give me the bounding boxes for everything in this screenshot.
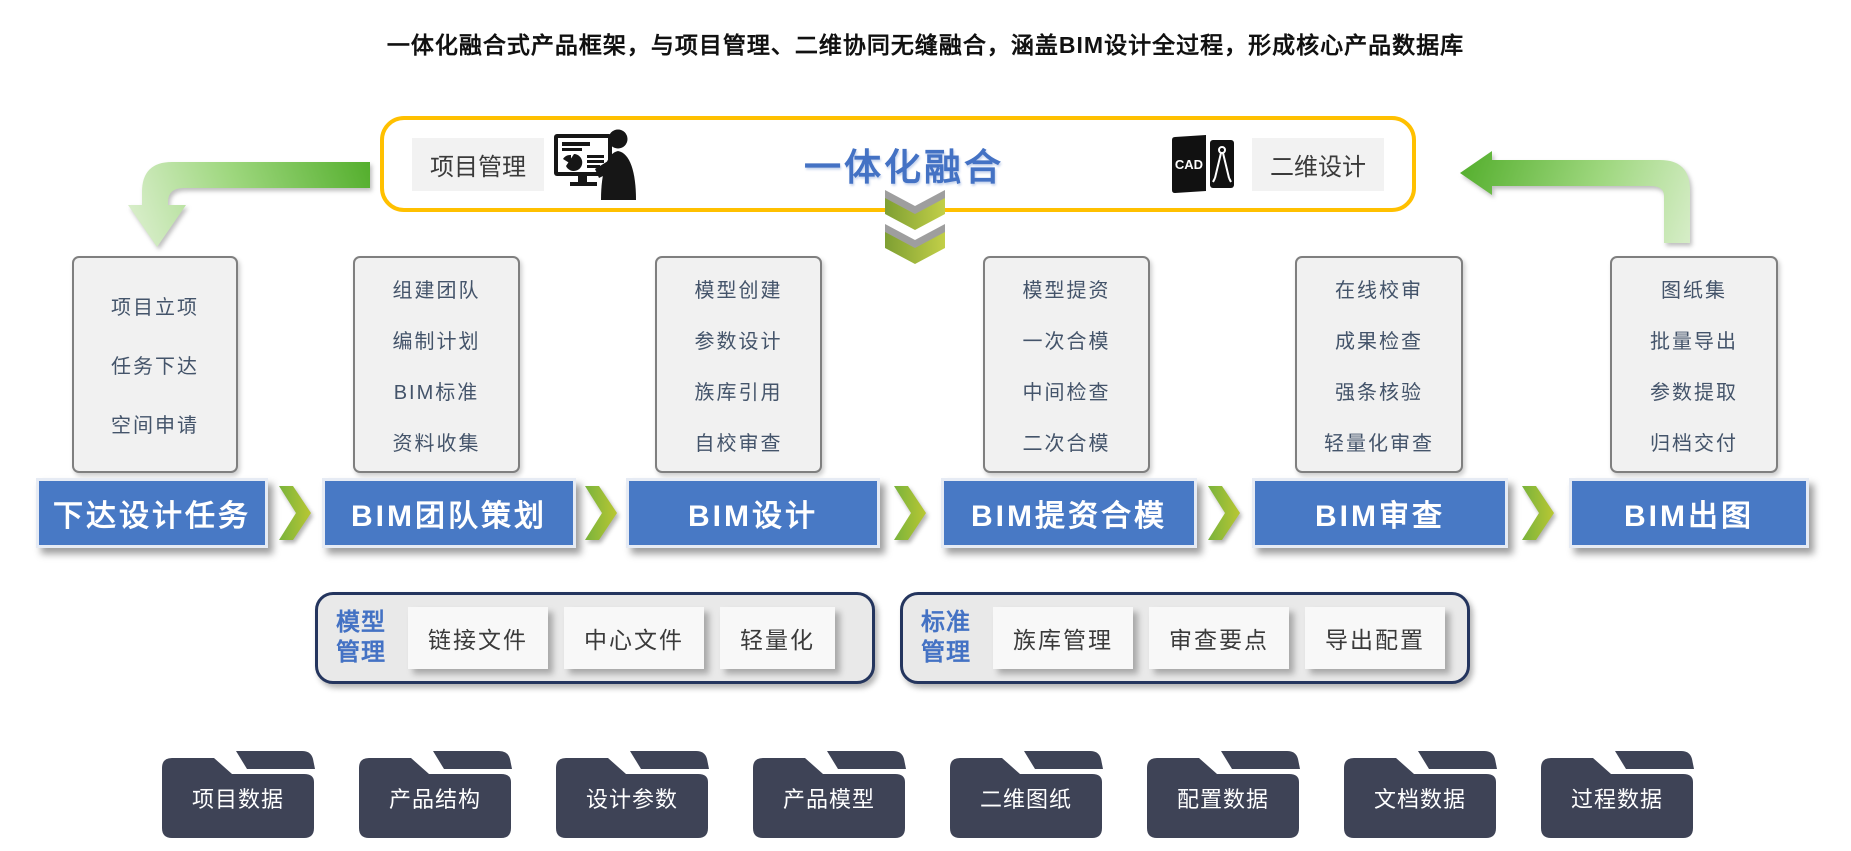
folder-design-params: 设计参数 [552,748,712,840]
folder-document-data: 文档数据 [1340,748,1500,840]
chevron-right-icon [279,486,311,540]
column-item: 编制计划 [392,330,481,353]
chevron-right-icon [1522,486,1554,540]
column-item: 二次合模 [1022,432,1111,455]
column-item: 图纸集 [1661,279,1727,302]
column-item: BIM标准 [393,381,480,404]
column-item: 归档交付 [1650,432,1738,455]
column-item: 参数提取 [1650,381,1738,404]
chevron-right-icon [1208,486,1240,540]
column-item: 资料收集 [392,432,481,455]
banner-bim-output: BIM出图 [1569,478,1809,548]
column-item: 模型创建 [694,279,783,302]
presenter-computer-icon [554,129,636,200]
page-title: 一体化融合式产品框架，与项目管理、二维协同无缝融合，涵盖BIM设计全过程，形成核… [386,32,1465,58]
folder-icon [1344,751,1497,838]
fusion-title: 一体化融合 [804,148,1004,189]
column-bim-output: 图纸集 批量导出 参数提取 归档交付 [1610,256,1778,473]
folder-icon [359,751,512,838]
column-item: 自校审查 [694,432,783,455]
column-item: 族库引用 [694,381,783,404]
folder-icon [556,751,709,838]
folder-process-data: 过程数据 [1537,748,1697,840]
folder-icon [753,751,906,838]
column-item: 强条核验 [1335,381,1423,404]
folder-icon [162,751,315,838]
mgmt-chip: 链接文件 [408,607,548,669]
mgmt-chip: 导出配置 [1305,607,1445,669]
column-model-merge: 模型提资 一次合模 中间检查 二次合模 [983,256,1150,473]
double-chevron-down-icon [885,190,945,264]
column-team-planning: 组建团队 编制计划 BIM标准 资料收集 [353,256,520,473]
column-item: 项目立项 [111,297,199,319]
standard-management-label: 标准管理 [921,609,971,666]
column-item: 一次合模 [1022,330,1111,353]
fusion-bar: 项目管理 一体化融合 CAD 二维设计 [380,116,1416,212]
cad-icon: CAD [1172,135,1234,193]
folder-project-data: 项目数据 [158,748,318,840]
mgmt-chip: 审查要点 [1149,607,1289,669]
banner-team-planning: BIM团队策划 [322,478,576,548]
column-task-assign: 项目立项 任务下达 空间申请 [72,256,238,473]
column-item: 在线校审 [1335,279,1423,302]
model-management-label: 模型管理 [336,609,386,666]
folder-icon [950,751,1103,838]
column-bim-design: 模型创建 参数设计 族库引用 自校审查 [655,256,822,473]
folder-config-data: 配置数据 [1143,748,1303,840]
mgmt-chip: 中心文件 [564,607,704,669]
folder-icon [1541,751,1694,838]
column-item: 中间检查 [1022,381,1111,404]
folder-icon [1147,751,1300,838]
cad-icon-text: CAD [1175,157,1203,172]
column-item: 成果检查 [1335,330,1423,353]
column-bim-review: 在线校审 成果检查 强条核验 轻量化审查 [1295,256,1463,473]
model-management-group: 模型管理 链接文件 中心文件 轻量化 [315,592,875,684]
column-item: 任务下达 [111,356,199,378]
column-item: 组建团队 [392,279,481,302]
cad-design-label: 二维设计 [1252,137,1384,191]
column-item: 批量导出 [1650,330,1738,353]
banner-bim-review: BIM审查 [1252,478,1508,548]
left-elbow-arrow-icon [128,162,370,247]
banner-task-assign: 下达设计任务 [36,478,268,548]
folder-product-model: 产品模型 [749,748,909,840]
column-item: 空间申请 [111,415,199,437]
folder-2d-drawings: 二维图纸 [946,748,1106,840]
standard-management-group: 标准管理 族库管理 审查要点 导出配置 [900,592,1470,684]
column-item: 参数设计 [694,330,783,353]
mgmt-chip: 族库管理 [993,607,1133,669]
mgmt-chip: 轻量化 [720,607,835,669]
right-elbow-arrow-icon [1460,151,1690,243]
banner-model-merge: BIM提资合模 [941,478,1197,548]
column-item: 模型提资 [1022,279,1111,302]
chevron-right-icon [585,486,617,540]
chevron-right-icon [894,486,926,540]
folder-product-structure: 产品结构 [355,748,515,840]
banner-bim-design: BIM设计 [626,478,880,548]
project-management-label: 项目管理 [412,137,544,191]
column-item: 轻量化审查 [1324,432,1434,455]
